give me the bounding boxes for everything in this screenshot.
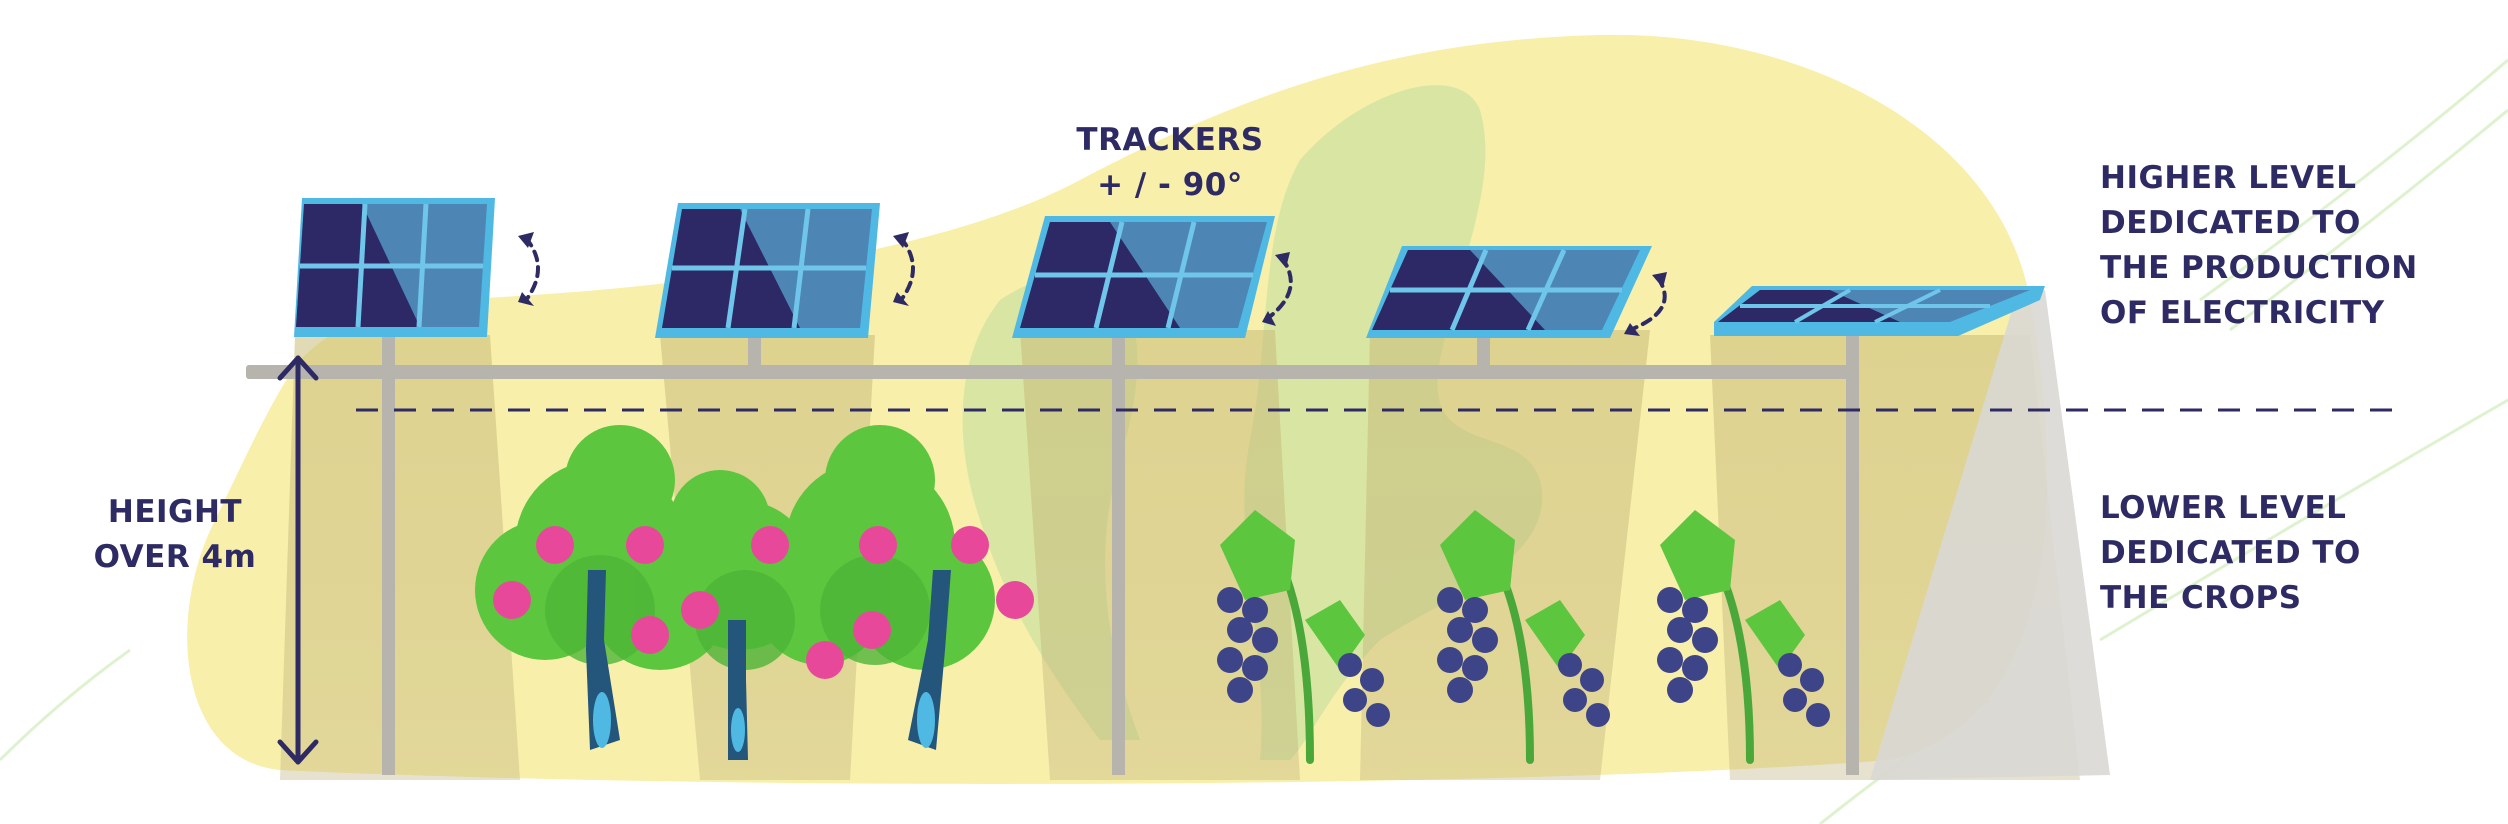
apple-trees [475,425,1034,760]
higher-level-label: HIGHER LEVEL DEDICATED TO THE PRODUCTION… [2100,156,2418,336]
higher-level-line-1: HIGHER LEVEL [2100,160,2357,196]
solar-panel-5 [1714,286,2045,336]
higher-level-line-4: OF ELECTRICITY [2100,295,2385,331]
solar-panel-1 [294,198,495,337]
lower-level-line-2: DEDICATED TO [2100,535,2361,571]
higher-level-line-3: THE PRODUCTION [2100,250,2418,286]
trackers-label: TRACKERS + / - 90° [1020,118,1320,208]
trackers-label-line-1: TRACKERS [1076,122,1264,158]
height-label: HEIGHT OVER 4m [60,490,290,580]
lower-level-line-1: LOWER LEVEL [2100,490,2347,526]
higher-level-line-2: DEDICATED TO [2100,205,2361,241]
solar-panel-2 [655,203,880,338]
height-label-line-1: HEIGHT [107,494,243,530]
solar-panel-4 [1366,246,1652,338]
support-structure [246,320,1859,775]
vertical-double-arrow-icon [277,355,319,765]
lower-level-line-3: THE CROPS [2100,580,2302,616]
arrowheads [518,232,1667,336]
lower-level-label: LOWER LEVEL DEDICATED TO THE CROPS [2100,486,2361,621]
grape-vines [1217,510,1830,764]
height-label-line-2: OVER 4m [93,539,257,575]
solar-panel-3 [1012,216,1275,338]
trackers-label-line-2: + / - 90° [1097,167,1243,203]
